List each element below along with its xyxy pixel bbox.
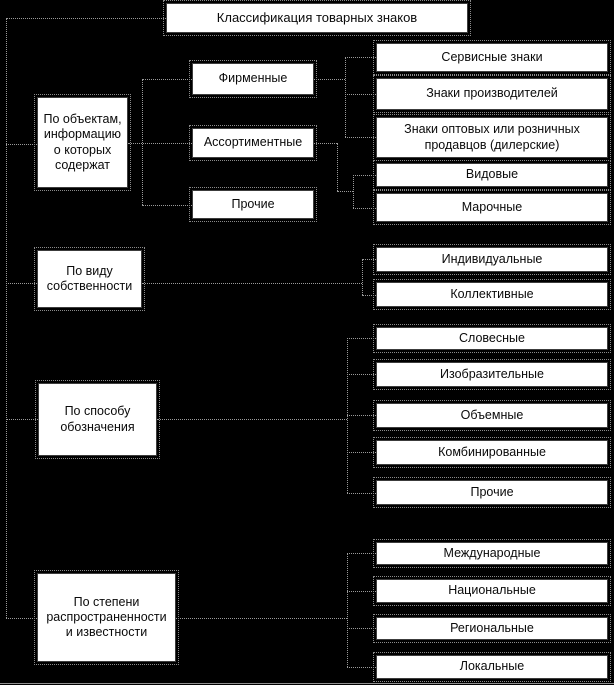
connector-assortimentnye-down (337, 143, 338, 191)
node-subtype-natsionalnye: Национальные (373, 576, 611, 606)
connector-to-vidovye (353, 175, 376, 176)
node-subtype-individualnye: Индивидуальные (373, 244, 611, 275)
node-category-designation-method: По способу обозначения (35, 380, 160, 459)
connector-to-kollektivnye (362, 295, 376, 296)
connector-to-proizvoditeley (345, 94, 376, 95)
connector-to-servisnye (345, 57, 376, 58)
connector-bus-to-firmennye (142, 79, 192, 80)
node-title: Классификация товарных знаков (163, 0, 471, 36)
connector-to-izobrazitelnye (347, 374, 376, 375)
connector-to-mezhdunarodnye (347, 553, 376, 554)
connector-to-slovesnye (347, 338, 376, 339)
node-subtype-regionalnye: Региональные (373, 614, 611, 643)
connector-to-regionalnye (347, 628, 376, 629)
connector-category4-feed (176, 618, 347, 619)
node-subtype-izobrazitelnye: Изобразительные (373, 359, 611, 390)
connector-types-bus (142, 79, 143, 205)
node-subtype-znaki-proizvoditeley: Знаки производителей (373, 75, 611, 113)
node-type-firmennye: Фирменные (189, 60, 317, 98)
connector-to-prochie-2 (347, 493, 376, 494)
connector-root-to-category-ownership (6, 283, 37, 284)
connector-assortimentnye-to-bus (337, 191, 353, 192)
connector-category1-to-types (128, 143, 192, 144)
connector-firmennye-feed (314, 79, 345, 80)
connector-assortimentnye-bus (353, 175, 354, 208)
connector-to-natsionalnye (347, 591, 376, 592)
connector-root-bus (6, 18, 7, 618)
node-subtype-znaki-optovyh-dilerskie: Знаки оптовых или розничных продавцов (д… (373, 114, 611, 161)
connector-to-individualnye (362, 259, 376, 260)
connector-root-to-title (6, 18, 166, 19)
node-subtype-servisnye-znaki: Сервисные знаки (373, 40, 611, 75)
connector-to-marochnye (353, 208, 376, 209)
node-subtype-lokalnye: Локальные (373, 652, 611, 682)
connector-to-kombinirovannye (347, 452, 376, 453)
node-subtype-marochnye: Марочные (373, 190, 611, 225)
connector-category2-feed (142, 283, 362, 284)
connector-to-lokalnye (347, 667, 376, 668)
connector-bus-to-prochie (142, 205, 192, 206)
connector-to-obemnye (347, 415, 376, 416)
connector-to-optovyh (345, 137, 376, 138)
node-type-assortimentnye: Ассортиментные (189, 125, 317, 161)
node-subtype-mezhdunarodnye: Международные (373, 539, 611, 568)
connector-spread-bus (347, 553, 348, 667)
node-subtype-kombinirovannye: Комбинированные (373, 437, 611, 468)
connector-root-to-category-info-objects (6, 144, 37, 145)
node-category-info-objects: По объектам, информацию о которых содерж… (34, 94, 131, 191)
connector-firmennye-bus (345, 57, 346, 137)
connector-category3-feed (157, 419, 347, 420)
connector-root-to-category-designation (6, 419, 38, 420)
connector-ownership-bus (362, 259, 363, 295)
node-subtype-vidovye: Видовые (373, 160, 611, 190)
connector-assortimentnye-feed (314, 143, 337, 144)
node-subtype-slovesnye: Словесные (373, 324, 611, 353)
node-category-spread-fame: По степени распространенности и известно… (34, 570, 179, 665)
bottom-edge-line (0, 683, 614, 684)
node-type-prochie: Прочие (189, 187, 317, 222)
node-category-ownership: По виду собственности (34, 247, 145, 311)
node-subtype-obemnye: Объемные (373, 400, 611, 431)
node-subtype-kollektivnye: Коллективные (373, 279, 611, 310)
connector-root-to-category-spread (6, 618, 37, 619)
node-subtype-prochie-2: Прочие (373, 477, 611, 508)
